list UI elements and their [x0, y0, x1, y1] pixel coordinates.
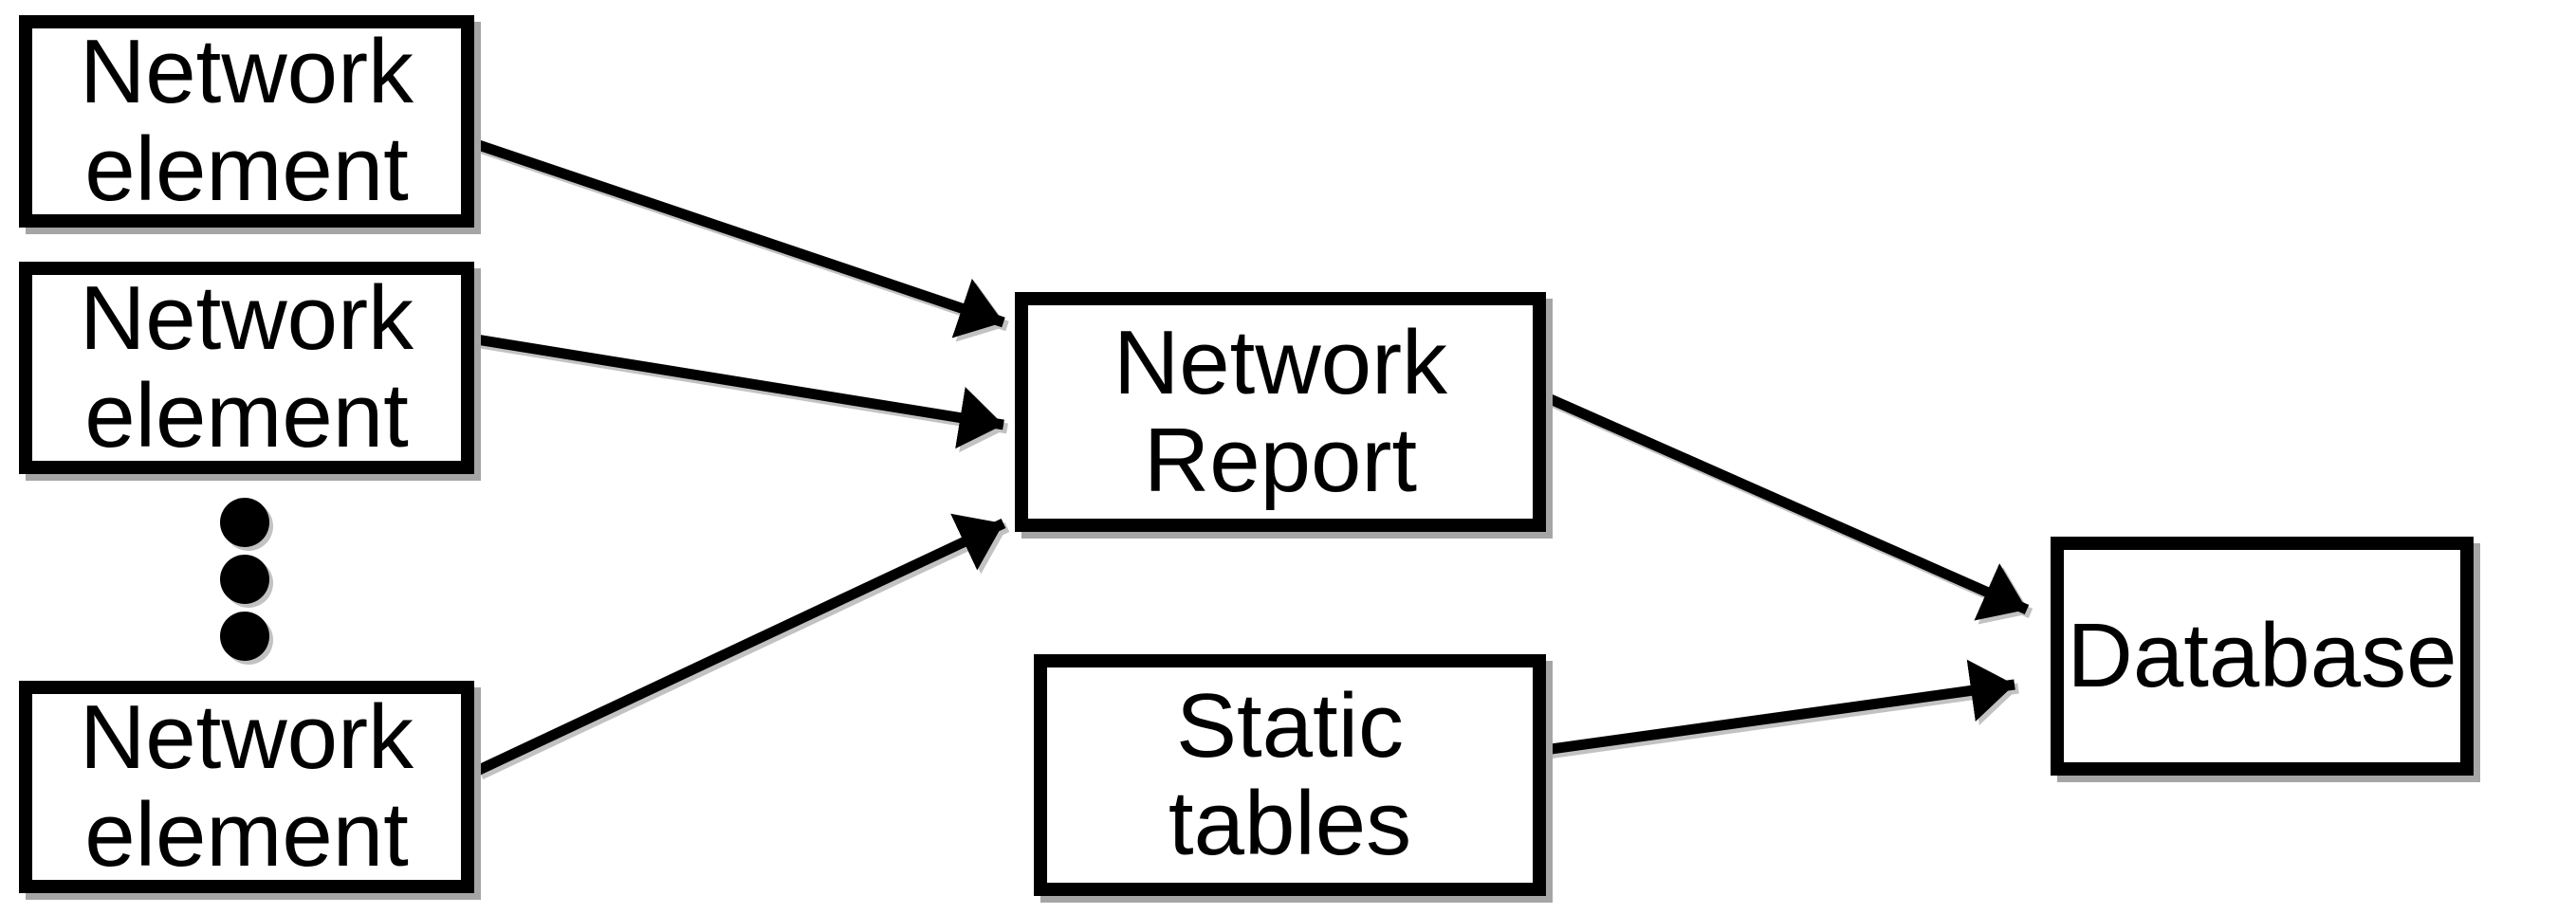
node-label-line: element — [84, 365, 409, 466]
node-network-report: Network Report — [1015, 292, 1546, 532]
node-label-line: Static — [1175, 674, 1405, 777]
ellipsis-dot — [220, 555, 269, 604]
node-label-line: Network — [1113, 311, 1448, 413]
node-network-element-2: Network element — [19, 262, 474, 474]
arrow-network-element-3-to-report — [474, 513, 1006, 776]
node-label-line: tables — [1168, 772, 1412, 874]
ellipsis-dot — [220, 612, 269, 661]
node-database: Database — [2051, 537, 2474, 776]
node-static-tables: Static tables — [1034, 654, 1546, 896]
node-label-line: Database — [2067, 604, 2457, 706]
node-network-element-3: Network element — [19, 681, 474, 893]
arrow-report-to-database — [1541, 391, 2030, 621]
node-label-line: element — [84, 784, 409, 886]
ellipsis-dots — [220, 498, 269, 661]
node-label-line: Network — [79, 267, 414, 370]
ellipsis-dot — [220, 498, 269, 547]
node-label-line: Network — [79, 686, 414, 789]
node-network-element-1: Network element — [19, 15, 474, 228]
node-label-line: element — [84, 119, 409, 220]
arrow-network-element-2-to-report — [469, 333, 1004, 449]
node-label-line: Network — [79, 21, 414, 123]
node-label-line: Report — [1143, 409, 1418, 511]
arrow-network-element-1-to-report — [469, 137, 1005, 338]
arrow-static-tables-to-database — [1543, 659, 2015, 756]
